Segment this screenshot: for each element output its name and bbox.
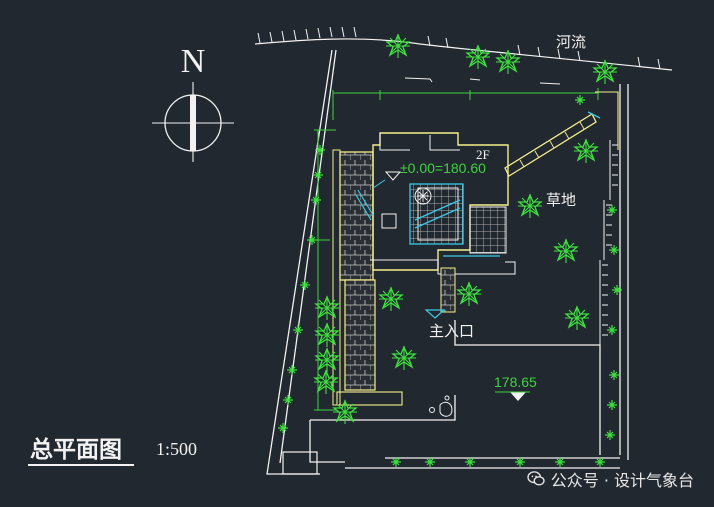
drawing-title: 总平面图 [30,436,122,463]
elevation-level-label: ±0.00=180.60 [400,160,486,176]
east-stepped-wall [599,140,618,350]
floor-label: 2F [476,147,490,162]
site-boundary [266,49,629,475]
north-label: N [181,43,206,80]
north-arrow: N [152,43,234,162]
bridge-ramp [504,91,619,177]
wechat-icon [527,471,545,486]
entrance-marker-icon [424,309,446,319]
spot-elevation-label: 178.65 [494,374,537,390]
grass-label: 草地 [546,191,576,209]
river-edge [254,26,673,85]
boulders [429,395,453,417]
spot-elevation-marker-icon [510,392,526,401]
level-marker-icon [384,171,402,181]
gate-block [282,451,318,475]
building-footprint [332,132,516,406]
drawing-scale: 1:500 [156,439,197,459]
watermark-text: 公众号 · 设计气象台 [550,471,694,490]
river-label: 河流 [556,33,586,51]
title-block: 总平面图 1:500 [28,436,197,466]
entrance-label: 主入口 [429,322,474,340]
watermark: 公众号 · 设计气象台 [527,467,694,491]
